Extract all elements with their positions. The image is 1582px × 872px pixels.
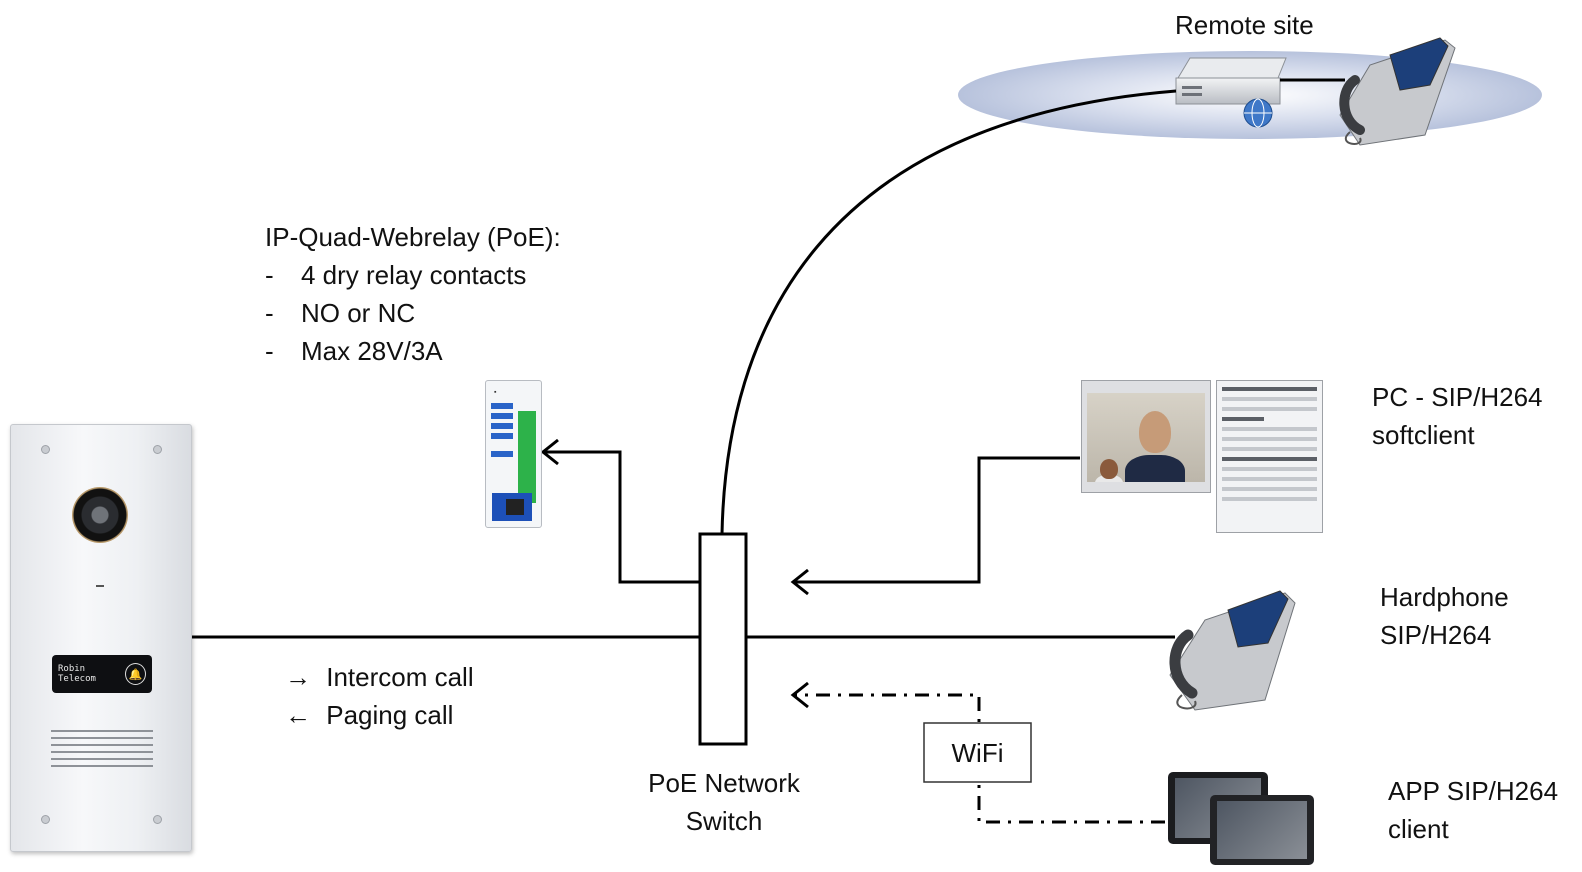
tablet-front-icon [1210, 795, 1314, 865]
speaker-grille [51, 730, 153, 772]
webrelay-logo-icon: ▪ [494, 389, 497, 396]
softclient-video [1081, 380, 1211, 493]
desk-phone-icon [1339, 37, 1456, 146]
server-icon [1175, 57, 1287, 105]
remote-link-curve [720, 89, 1177, 535]
app-client-label: APP SIP/H264 client [1388, 776, 1559, 844]
intercom-display-text: Robin Telecom [58, 664, 96, 684]
pc-client-label: PC - SIP/H264 softclient [1372, 382, 1543, 450]
intercom-panel: Robin Telecom 🔔 [10, 424, 192, 852]
intercom-call-label: → Intercom call [285, 662, 474, 692]
webrelay-title: IP-Quad-Webrelay (PoE): [265, 222, 561, 252]
camera-icon [72, 487, 128, 543]
paging-call-label: ← Paging call [285, 700, 454, 730]
webrelay-link [544, 450, 700, 584]
wifi-box [923, 722, 1032, 783]
intercom-name-display: Robin Telecom 🔔 [52, 655, 152, 693]
globe-icon [1243, 98, 1273, 128]
switch-label: PoE Network Switch [648, 768, 800, 836]
softclient-app [1216, 380, 1323, 533]
wifi-link [794, 693, 1165, 824]
pc-client-link [794, 456, 1080, 584]
wifi-label: WiFi [951, 738, 1004, 768]
webrelay-description: IP-Quad-Webrelay (PoE): -4 dry relay con… [265, 218, 561, 370]
webrelay-bullet-1: -4 dry relay contacts [265, 260, 527, 290]
webrelay-bullet-2: -NO or NC [265, 298, 416, 328]
webrelay-bullet-3: -Max 28V/3A [265, 336, 443, 366]
ethernet-port [492, 493, 532, 521]
hardphone-icon [1169, 590, 1296, 711]
poe-switch [698, 532, 748, 746]
right-arrow-icon: → [285, 662, 311, 692]
terminal-block [518, 411, 536, 503]
hardphone-label: Hardphone SIP/H264 [1380, 582, 1509, 650]
bell-icon: 🔔 [124, 663, 146, 685]
remote-site-label: Remote site [1175, 10, 1314, 40]
webrelay-device: ▪ [485, 380, 542, 528]
